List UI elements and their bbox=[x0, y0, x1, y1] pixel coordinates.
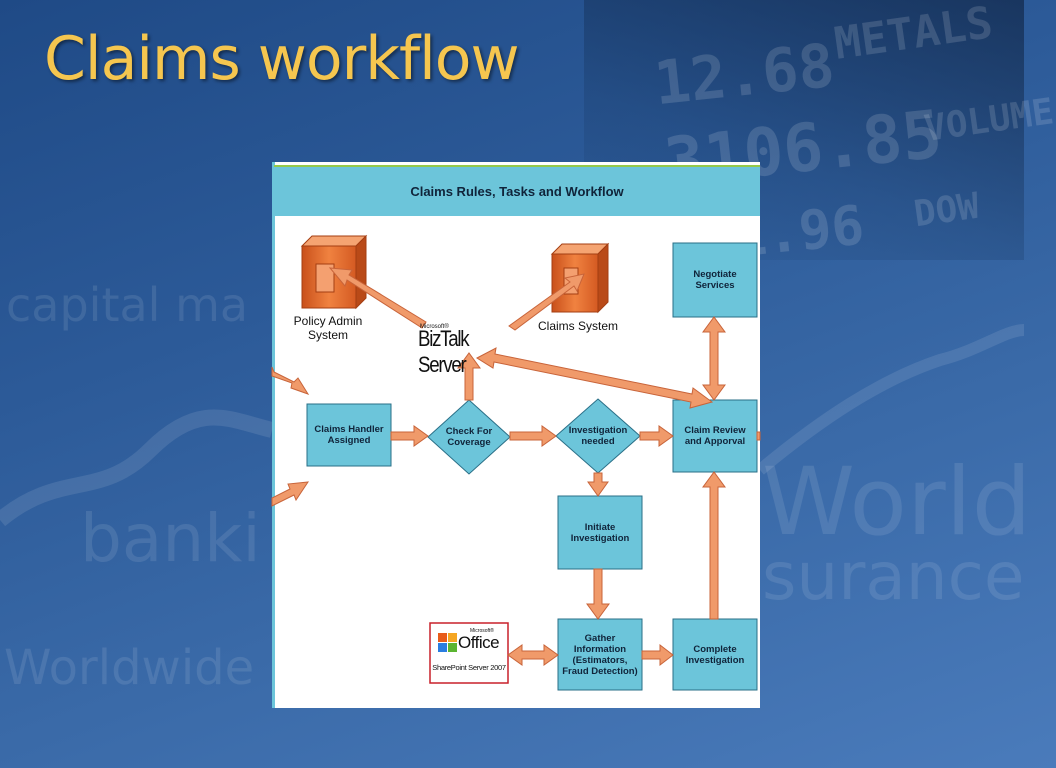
negotiate-label: Negotiate Services bbox=[693, 269, 737, 291]
claims-system-label: Claims System bbox=[537, 319, 618, 333]
arrow-to-initiate bbox=[587, 472, 609, 497]
initiate-investigation-label: Initiate Investigation bbox=[570, 521, 630, 544]
watermark-text: World bbox=[762, 448, 1032, 557]
claims-handler-box bbox=[306, 403, 392, 467]
arrow-biztalk-review bbox=[475, 347, 714, 409]
sharepoint-server-label: SharePoint Server 2007 bbox=[432, 663, 506, 672]
complete-investigation-box bbox=[672, 618, 758, 691]
arrow-check-to-biztalk bbox=[457, 352, 481, 401]
arrow-gather-sharepoint bbox=[507, 644, 559, 666]
slide-title: Claims workflow bbox=[44, 24, 520, 94]
watermark-text: banki bbox=[80, 500, 261, 577]
sharepoint-microsoft-label: Microsoft® bbox=[470, 628, 494, 634]
watermark-text: surance bbox=[762, 538, 1025, 615]
initiate-investigation-box bbox=[557, 495, 643, 570]
policy-admin-server-icon bbox=[300, 234, 368, 310]
arrow-in-upper bbox=[271, 366, 310, 395]
arrow-complete-to-review bbox=[702, 471, 726, 620]
diagram-canvas bbox=[271, 162, 761, 708]
left-border bbox=[272, 162, 275, 708]
watermark-text: Worldwide bbox=[4, 640, 255, 696]
arrow-investigation-to-review bbox=[639, 425, 674, 447]
workflow-diagram: Claims Rules, Tasks and Workflow Policy … bbox=[271, 162, 761, 708]
watermark-text: capital ma bbox=[6, 278, 249, 332]
biztalk-microsoft-label: Microsoft® bbox=[420, 324, 449, 330]
arrow-handler-to-check bbox=[390, 425, 429, 447]
arrow-check-to-investigation bbox=[509, 425, 557, 447]
complete-investigation-label: Complete Investigation bbox=[685, 643, 745, 666]
arrow-in-lower bbox=[271, 481, 310, 507]
sharepoint-office-label: Office bbox=[458, 633, 500, 652]
claim-review-label: Claim Review and Apporval bbox=[684, 425, 746, 447]
claims-handler-label: Claims Handler Assigned bbox=[314, 424, 384, 446]
gather-information-box bbox=[557, 618, 643, 691]
workflow-arrows bbox=[271, 267, 761, 667]
diagram-header: Claims Rules, Tasks and Workflow bbox=[274, 165, 760, 216]
background-wave bbox=[0, 0, 1024, 768]
office-logo-icon bbox=[438, 633, 457, 652]
negotiate-box bbox=[672, 242, 758, 318]
gather-information-label: Gather Information (Estimators, Fraud De… bbox=[562, 632, 638, 677]
biztalk-server-logo: BizTalk Server bbox=[418, 326, 470, 377]
arrow-biztalk-to-claims bbox=[508, 273, 585, 331]
check-coverage-label: Check For Coverage bbox=[445, 426, 493, 448]
policy-admin-label: Policy Admin System bbox=[293, 314, 363, 342]
claim-review-box bbox=[672, 399, 758, 473]
check-coverage-diamond bbox=[427, 399, 511, 475]
arrow-review-negotiate bbox=[702, 316, 726, 401]
investigation-needed-label: Investigation needed bbox=[568, 425, 628, 447]
arrow-biztalk-to-policy bbox=[328, 267, 427, 329]
arrow-gather-to-complete bbox=[641, 643, 674, 667]
arrow-to-gather bbox=[586, 568, 610, 620]
arrow-review-right bbox=[756, 431, 761, 441]
claims-system-server-icon bbox=[550, 242, 610, 314]
